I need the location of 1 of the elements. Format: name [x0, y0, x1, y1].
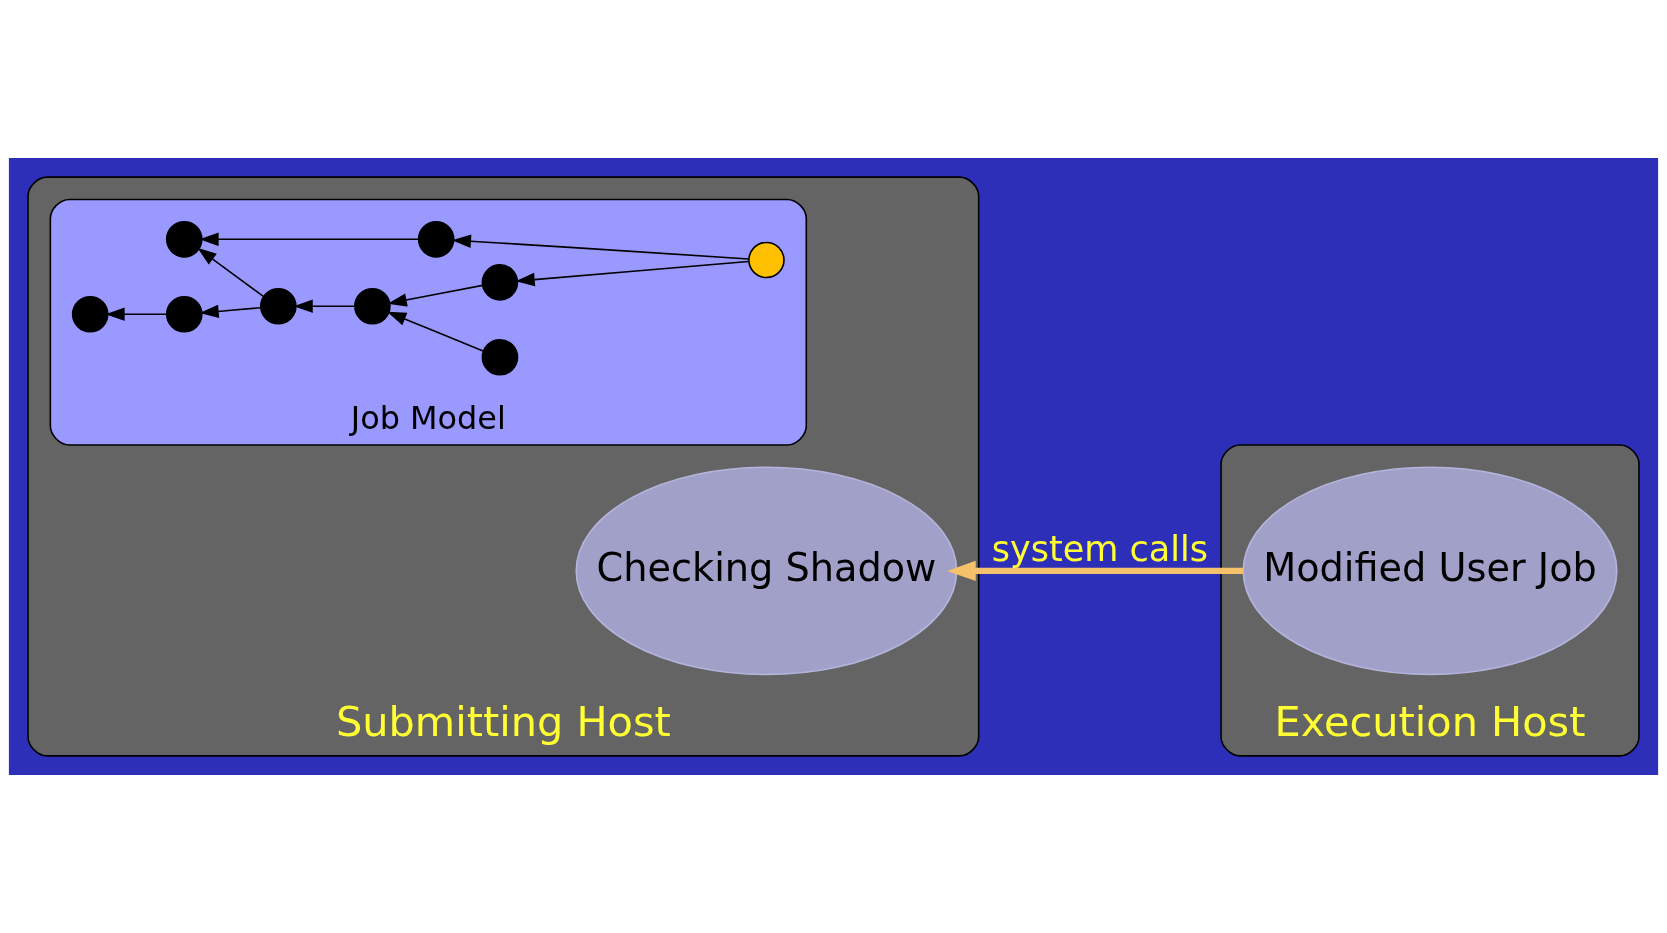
- edge-label: system calls: [991, 527, 1209, 569]
